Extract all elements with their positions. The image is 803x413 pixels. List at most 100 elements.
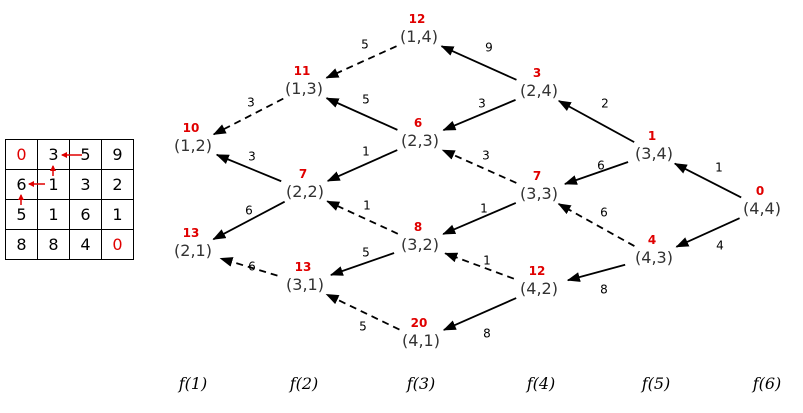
edge-arrow [329,252,395,276]
edge-weight-label: 3 [248,150,256,164]
edge-weight-label: 3 [247,96,255,110]
matrix-row: 5 1 6 1 [5,199,134,230]
node-value: 7 [533,169,541,183]
edge-weight-label: 5 [361,38,369,52]
graph-node: 3(2,4) [520,66,558,100]
node-label: (3,2) [401,235,439,254]
node-value: 12 [409,12,426,26]
edge-arrow [442,99,516,131]
stage-label: f(5) [641,374,671,393]
stage-label: f(3) [406,374,436,393]
matrix-cell: 1 [37,199,70,230]
edge-weight-label: 9 [485,41,493,55]
graph-node: 12(4,2) [520,264,558,298]
edge-weight-label: 5 [362,246,370,260]
matrix-cell: 8 [5,229,38,260]
node-value: 4 [648,233,656,247]
edge-weight-label: 6 [600,206,608,220]
edge-weight-label: 5 [359,320,367,334]
graph-node: 13(3,1) [286,260,324,294]
node-value: 7 [299,167,307,181]
edge-weight-label: 1 [363,199,371,213]
edge-arrow [440,45,517,81]
node-label: (1,3) [285,79,323,98]
node-label: (4,3) [635,248,673,267]
node-label: (1,2) [174,136,212,155]
node-value: 0 [756,184,764,198]
graph-node: 20(4,1) [402,316,440,350]
edge-arrow [673,162,742,199]
edge-arrow [442,297,517,331]
edge-arrow [675,217,740,248]
edge-arrow [441,149,517,184]
node-label: (2,4) [520,81,558,100]
edge-arrow [325,97,398,131]
node-value: 20 [411,316,428,330]
matrix-cell: 0 [5,139,38,170]
node-label: (2,2) [286,182,324,201]
graph-node: 0(4,4) [743,184,781,218]
matrix-cell: 4 [69,229,102,260]
graph-node: 13(2,1) [174,226,212,260]
node-label: (2,3) [401,131,439,150]
edge-arrow [326,200,399,235]
graph-node: 6(2,3) [401,116,439,150]
matrix-row: 8 8 4 0 [5,229,134,260]
node-label: (4,2) [520,279,558,298]
edge-arrow [444,252,515,280]
edge-weight-label: 1 [715,161,723,175]
edge-weight-label: 1 [483,254,491,268]
graph-node: 7(2,2) [286,167,324,201]
edge-weight-label: 1 [362,145,370,159]
node-value: 1 [648,129,656,143]
graph-node: 8(3,2) [401,220,439,254]
edge-weight-label: 5 [362,93,370,107]
stage-label: f(1) [178,374,208,393]
cost-matrix: 0 3 5 9 6 1 3 2 5 1 6 1 8 8 4 0 [5,139,134,260]
edge-weight-label: 2 [601,97,609,111]
node-label: (3,4) [635,144,673,163]
edge-arrow [557,203,635,247]
graph-node: 10(1,2) [174,121,212,155]
graph-node: 11(1,3) [285,64,323,98]
node-value: 10 [183,121,200,135]
node-value: 8 [414,220,422,234]
node-value: 3 [533,66,541,80]
edge-arrow [219,257,278,277]
edge-weight-label: 1 [480,202,488,216]
stage-label: f(6) [752,374,782,393]
node-label: (3,1) [286,275,324,294]
edge-weight-label: 8 [600,283,608,297]
edge-arrow [442,202,517,235]
node-label: (2,1) [174,241,212,260]
edge-arrow [212,97,284,136]
edge-arrow [557,100,635,143]
node-label: (4,1) [402,331,440,350]
node-value: 12 [529,264,546,278]
node-label: (1,4) [400,27,438,46]
edge-weight-label: 3 [482,149,490,163]
node-value: 13 [183,226,200,240]
matrix-cell: 0 [101,229,134,260]
node-value: 11 [294,64,311,78]
graph-node: 1(3,4) [635,129,673,163]
graph-node: 4(4,3) [635,233,673,267]
edge-weight-label: 6 [245,204,253,218]
edge-arrow [215,153,282,183]
graph-node: 12(1,4) [400,12,438,46]
edge-weight-label: 6 [248,260,256,274]
node-label: (4,4) [743,199,781,218]
edge-weight-label: 8 [483,327,491,341]
edge-arrow [325,293,400,331]
edge-arrow [325,45,397,79]
edge-weight-label: 6 [597,159,605,173]
edge-weight-label: 4 [716,239,724,253]
node-value: 6 [414,116,422,130]
stage-label: f(2) [289,374,319,393]
edge-arrow [566,263,626,282]
node-value: 13 [295,260,312,274]
node-label: (3,3) [520,184,558,203]
edge-arrow [326,149,398,182]
edge-arrow [563,161,629,185]
